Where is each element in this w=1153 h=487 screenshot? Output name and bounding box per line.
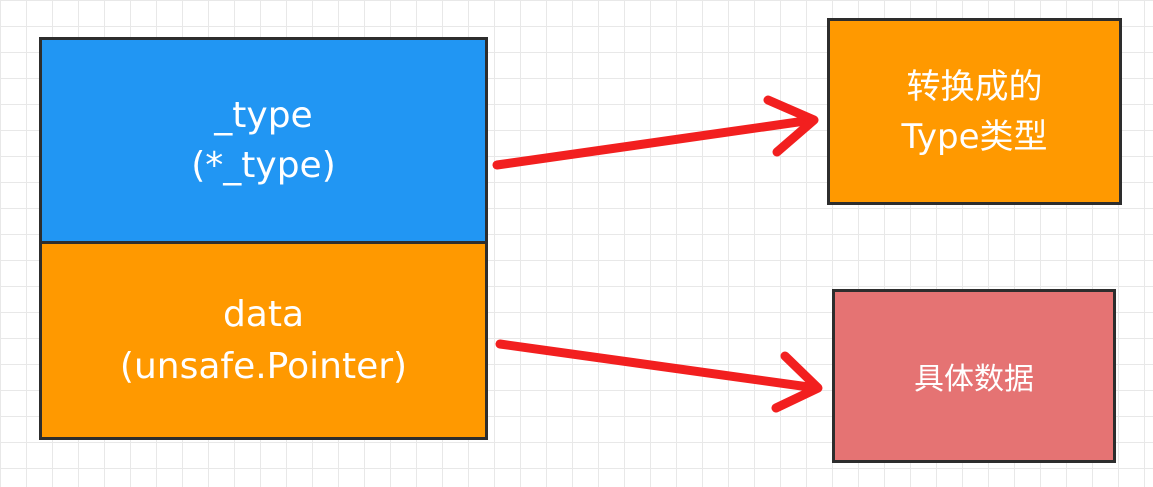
data-target-box: 具体数据 bbox=[832, 289, 1116, 463]
data-field-cell: data (unsafe.Pointer) bbox=[42, 244, 485, 437]
data-field-name: data bbox=[222, 293, 305, 335]
type-field-cell: _type (*_type) bbox=[42, 40, 485, 244]
type-target-line1: 转换成的 bbox=[906, 66, 1043, 107]
data-arrow bbox=[495, 339, 823, 413]
type-field-type: (*_type) bbox=[191, 144, 336, 186]
type-target-line2: Type类型 bbox=[901, 116, 1048, 157]
data-arrow-head bbox=[771, 351, 823, 413]
data-field-type: (unsafe.Pointer) bbox=[119, 345, 408, 387]
type-arrow-shaft bbox=[492, 115, 817, 170]
type-field-name: _type bbox=[214, 94, 313, 136]
data-arrow-shaft bbox=[495, 339, 821, 393]
interface-struct: _type (*_type) data (unsafe.Pointer) bbox=[39, 37, 488, 440]
type-arrow-head bbox=[763, 95, 819, 157]
data-target-label: 具体数据 bbox=[914, 362, 1034, 397]
type-arrow bbox=[492, 95, 819, 170]
type-target-box: 转换成的 Type类型 bbox=[827, 18, 1122, 205]
